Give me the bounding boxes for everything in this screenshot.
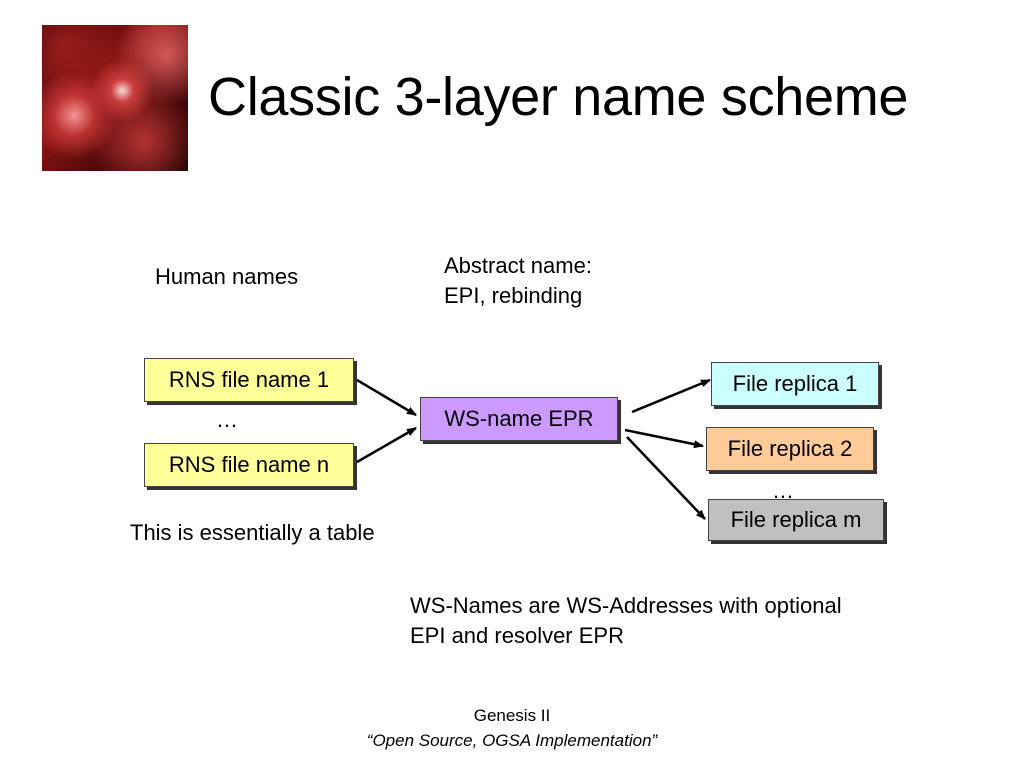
table-note: This is essentially a table	[130, 520, 375, 545]
rns-file-name-1-node: RNS file name 1	[144, 358, 354, 402]
arrow-wsname-to-replicam	[626, 436, 706, 520]
abstract-name-label-line1: Abstract name:	[444, 253, 592, 278]
file-replica-2-node: File replica 2	[706, 427, 874, 471]
slide-title: Classic 3-layer name scheme	[208, 67, 909, 127]
ellipsis-left: …	[216, 407, 238, 432]
ws-note-line1: WS-Names are WS-Addresses with optional	[410, 593, 842, 618]
ellipsis-right: …	[772, 478, 794, 503]
file-replica-m-node: File replica m	[708, 499, 884, 541]
footer-title: Genesis II	[473, 706, 551, 725]
ws-name-epr-node: WS-name EPR	[420, 397, 618, 441]
ws-note-line2: EPI and resolver EPR	[410, 623, 624, 648]
arrow-wsname-to-replica1	[631, 378, 711, 414]
galaxy-logo-image	[42, 25, 188, 171]
abstract-name-label-line2: EPI, rebinding	[444, 283, 583, 308]
arrow-rnsn-to-wsname	[356, 426, 417, 464]
footer-subtitle: “Open Source, OGSA Implementation”	[366, 731, 658, 750]
arrow-rns1-to-wsname	[356, 378, 417, 417]
arrow-wsname-to-replica2	[624, 428, 704, 449]
file-replica-1-node: File replica 1	[711, 362, 879, 406]
rns-file-name-n-node: RNS file name n	[144, 443, 354, 487]
human-names-label: Human names	[155, 264, 299, 289]
